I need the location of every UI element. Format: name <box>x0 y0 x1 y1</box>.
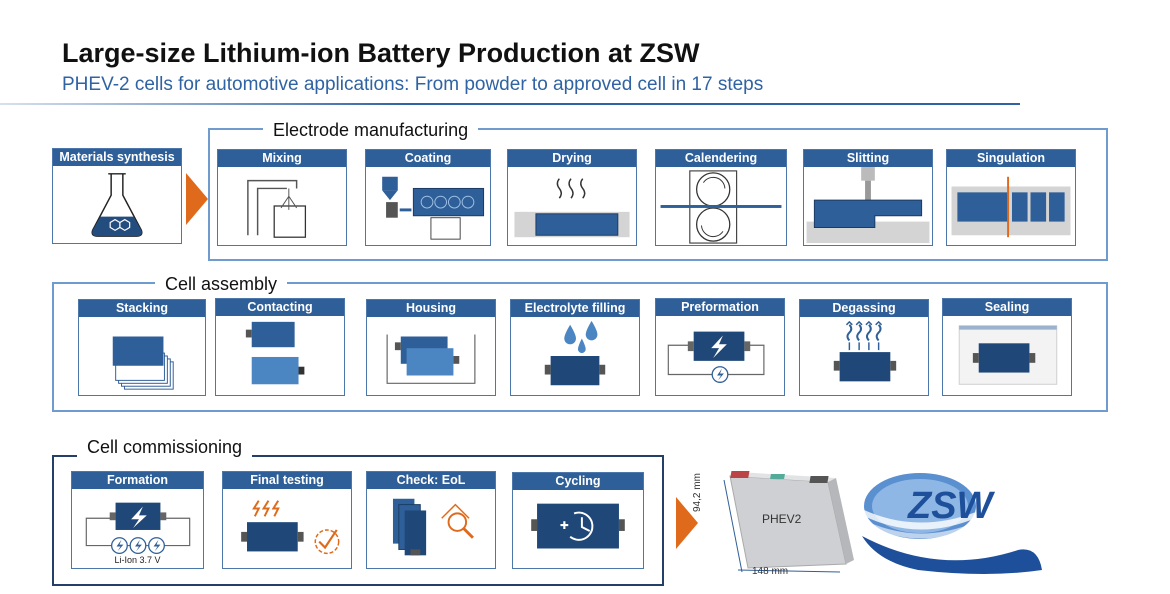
card-header: Stacking <box>79 300 205 317</box>
card-degassing[interactable]: Degassing <box>799 299 929 396</box>
card-electrolyte-filling[interactable]: Electrolyte filling <box>510 299 640 396</box>
rollers-icon <box>656 167 786 245</box>
card-header: Calendering <box>656 150 786 167</box>
heat-icon <box>508 167 636 245</box>
card-slitting[interactable]: Slitting <box>803 149 933 246</box>
section-label-electrode: Electrode manufacturing <box>263 120 479 140</box>
page-subtitle: PHEV-2 cells for automotive applications… <box>62 74 764 95</box>
svg-text:ZSW: ZSW <box>907 485 996 527</box>
card-singulation[interactable]: Singulation <box>946 149 1076 246</box>
card-header: Electrolyte filling <box>511 300 639 317</box>
flask-icon <box>53 166 181 243</box>
card-header: Check: EoL <box>367 472 495 489</box>
cell-width-dimension: 148 mm <box>752 566 789 577</box>
card-materials-synthesis[interactable]: Materials synthesis <box>52 148 182 244</box>
zsw-logo: ZSW <box>858 466 1048 581</box>
flow-arrow <box>186 173 208 225</box>
card-preformation[interactable]: Preformation <box>655 298 785 396</box>
card-header: Formation <box>72 472 203 489</box>
blade-icon <box>804 167 932 245</box>
card-check-eol[interactable]: Check: EoL <box>366 471 496 569</box>
card-sealing[interactable]: Sealing <box>942 298 1072 396</box>
card-header: Housing <box>367 300 495 317</box>
formation-voltage-label: Li-Ion 3.7 V <box>114 555 161 565</box>
battery-cell-image <box>708 468 858 580</box>
card-mixing[interactable]: Mixing <box>217 149 347 246</box>
card-header: Preformation <box>656 299 784 316</box>
card-header: Contacting <box>216 299 344 316</box>
tab-weld-icon <box>216 316 344 395</box>
lightning-icon <box>656 316 784 395</box>
cutting-icon <box>947 167 1075 245</box>
housing-icon <box>367 317 495 395</box>
card-calendering[interactable]: Calendering <box>655 149 787 246</box>
card-cycling[interactable]: Cycling <box>512 472 644 569</box>
cell-name-label: PHEV2 <box>762 512 802 526</box>
card-header: Cycling <box>513 473 643 490</box>
card-header: Slitting <box>804 150 932 167</box>
card-header: Materials synthesis <box>53 149 181 166</box>
flow-arrow <box>676 497 698 549</box>
card-drying[interactable]: Drying <box>507 149 637 246</box>
card-header: Coating <box>366 150 490 167</box>
card-header: Mixing <box>218 150 346 167</box>
coater-icon <box>366 167 490 245</box>
card-header: Sealing <box>943 299 1071 316</box>
card-header: Singulation <box>947 150 1075 167</box>
magnifier-icon <box>367 489 495 568</box>
gas-icon <box>800 317 928 395</box>
card-contacting[interactable]: Contacting <box>215 298 345 396</box>
section-label-commissioning: Cell commissioning <box>77 437 253 457</box>
card-housing[interactable]: Housing <box>366 299 496 396</box>
stack-icon <box>79 317 205 395</box>
cell-height-dimension: 94,2 mm <box>692 473 703 512</box>
section-label-assembly: Cell assembly <box>155 274 288 294</box>
cycle-clock-icon <box>513 490 643 568</box>
card-header: Final testing <box>223 472 351 489</box>
seal-icon <box>943 316 1071 395</box>
mixer-icon <box>218 167 346 245</box>
card-header: Degassing <box>800 300 928 317</box>
card-final-testing[interactable]: Final testing <box>222 471 352 569</box>
droplet-icon <box>511 317 639 395</box>
card-header: Drying <box>508 150 636 167</box>
page-title: Large-size Lithium-ion Battery Productio… <box>62 38 700 68</box>
card-formation[interactable]: Formation Li-Ion 3.7 V <box>71 471 204 569</box>
title-divider <box>0 103 1020 105</box>
lightning-icon <box>72 489 203 568</box>
card-coating[interactable]: Coating <box>365 149 491 246</box>
check-gear-icon <box>223 489 351 568</box>
card-stacking[interactable]: Stacking <box>78 299 206 396</box>
